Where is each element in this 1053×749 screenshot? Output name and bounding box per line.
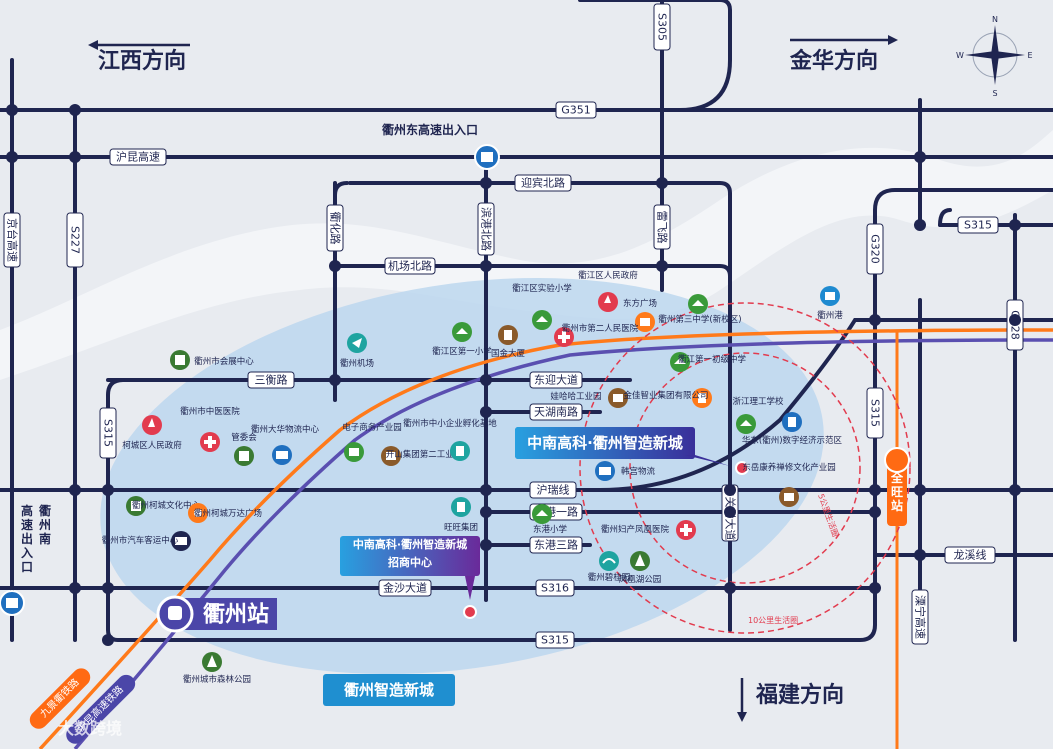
hwy-g320: G320 (869, 234, 882, 264)
poi-huizhan: 衢州市会展中心 (194, 356, 254, 367)
poi-dongfang: 东方广场 (623, 298, 657, 309)
poi-fuchan: 衢州妇产凤凰医院 (601, 524, 670, 535)
hwy-s315-right: S315 (964, 219, 992, 232)
poi-wenhua: 衢州柯城文化中心 (132, 500, 201, 511)
project-marker[interactable] (735, 461, 749, 475)
poi-shiyan: 衢江区实验小学 (512, 283, 572, 294)
poi-keyun: 衢州市汽车客运中心 (102, 535, 179, 546)
poi-quzhougang: 衢州港 (817, 310, 843, 321)
road-jinsha: 金沙大道 (383, 581, 427, 595)
callout-zhicheng-text: 中南高科·衢州智造新城 (527, 434, 683, 452)
hwy-s315-bottom: S315 (541, 634, 569, 647)
river (0, 130, 1053, 380)
road-jichang: 机场北路 (388, 259, 432, 273)
direction-jinhua: 金华方向 (789, 48, 878, 74)
poi-huadong: 华东(衢州)数字经济示范区 (742, 435, 843, 446)
poi-dianzi: 电子商务产业园 (342, 422, 402, 433)
hwy-s316: S316 (541, 582, 569, 595)
hwy-hukun: 沪昆高速 (116, 150, 160, 164)
compass-icon: N S W E (956, 15, 1032, 98)
road-binggang: 滨港北路 (480, 207, 494, 251)
poi-shisan: 衢州第三中学(新校区) (658, 314, 741, 325)
road-donggang3: 东港三路 (534, 539, 578, 552)
direction-jiangxi: 江西方向 (98, 48, 186, 74)
poi-ligong: 浙江理工学校 (732, 396, 784, 407)
poi-bikuiyuan: 衢州碧桂园 (588, 572, 631, 583)
poi-shiyi: 衢江区第一小学 (432, 346, 492, 357)
station-quzhou: 衢州站 (203, 602, 269, 628)
hwy-g351: G351 (561, 104, 591, 117)
poi-group: 衢州市会展中心 衢州机场 衢江区实验小学 衢江区人民政府 东方广场 衢州第三中学… (102, 270, 844, 685)
poi-jinjia: 金佳智业集团有限公司 (623, 390, 708, 401)
ring-10km (579, 302, 911, 634)
road-qubei: 衢化路 (329, 212, 343, 245)
road-sanheng: 三衡路 (255, 374, 288, 387)
zone-badge (323, 674, 455, 706)
direction-fujian: 福建方向 (755, 682, 844, 708)
poi-donggang-school: 东港小学 (533, 524, 568, 535)
poi-wangwang: 旺旺集团 (444, 522, 478, 533)
poi-zhongyi: 衢州市中医医院 (180, 406, 240, 417)
poi-wahaha: 娃哈哈工业园 (550, 391, 601, 402)
poi-wuliu2: 韩宫物流 (621, 466, 656, 477)
poi-zhongxiao: 衢州市中小企业孵化基地 (403, 418, 497, 429)
poi-dongyue: 东岳康养禅修文化产业园 (742, 462, 836, 473)
callout-zhaoshang-1: 中南高科·衢州智造新城 (353, 537, 467, 551)
exit-south-label: 衢州南高速出入口 (21, 503, 51, 574)
poi-jichang: 衢州机场 (340, 358, 374, 369)
zone-label: 衢州智造新城 (344, 681, 434, 699)
road-hurui: 沪瑞线 (537, 483, 570, 497)
callout-zhaoshang-2: 招商中心 (388, 555, 432, 569)
hwy-s315-rv: S315 (869, 399, 882, 427)
poi-kaishan: 开山集团第二工业园 (386, 449, 463, 460)
road-yingbin: 迎宾北路 (521, 176, 565, 190)
road-tianhu: 天湖南路 (534, 406, 578, 419)
poi-senlin: 衢州城市森林公园 (183, 674, 251, 685)
exit-east-label: 衢州东高速出入口 (382, 122, 478, 137)
poi-wuliu: 衢州大华物流中心 (251, 424, 320, 435)
zhaoshang-marker[interactable] (463, 605, 477, 619)
hwy-liyu: 溧宁高速 (914, 595, 928, 639)
poi-chuji: 衢江第一初级中学 (678, 354, 747, 365)
hwy-jingtai: 京台高速 (6, 218, 20, 262)
poi-erren: 衢州市第二人民医院 (562, 323, 639, 334)
poi-guanweihui: 管委会 (231, 432, 257, 443)
hwy-s227: S227 (69, 226, 82, 254)
callout-zhaoshang[interactable] (340, 536, 480, 576)
compass-s: S (992, 89, 997, 98)
compass-n: N (992, 15, 998, 24)
compass-w: W (956, 51, 964, 60)
road-leifei: 雷飞路 (656, 211, 669, 244)
hwy-s315-left: S315 (102, 419, 115, 447)
poi-renmin: 衢江区人民政府 (578, 270, 638, 281)
poi-kecheng-gov: 柯城区人民政府 (122, 440, 182, 451)
station-quanwang: 全旺站 (890, 470, 904, 513)
ring-10km-label: 10公里生活圈 (748, 615, 798, 625)
compass-e: E (1027, 51, 1032, 60)
road-dongyan: 东迎大道 (534, 373, 578, 387)
station-quanwang-badge (887, 460, 907, 526)
ring-5km (629, 352, 861, 584)
poi-guojin: 国金大厦 (491, 348, 526, 359)
hwy-s305: S305 (656, 13, 669, 41)
watermark: 大数跨境 (58, 719, 122, 738)
poi-wanda: 衢州柯城万达广场 (194, 508, 262, 519)
poi-fenghuang: 凤凰湖公园 (619, 575, 662, 585)
road-longxi: 龙溪线 (954, 548, 987, 562)
